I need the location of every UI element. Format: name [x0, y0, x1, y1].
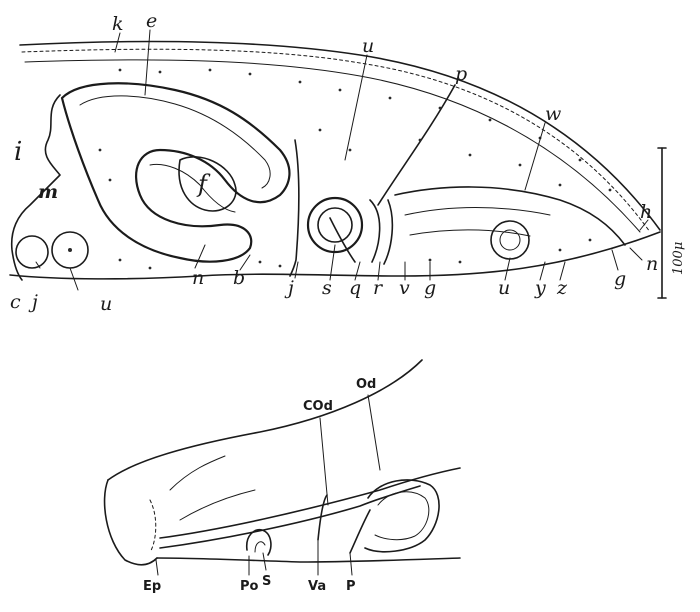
leader-p	[349, 552, 353, 576]
dorsal-inner-layer	[24, 59, 641, 233]
label-z: z	[556, 277, 568, 299]
label-s: s	[322, 277, 332, 299]
schematic-va	[317, 494, 328, 541]
folded-loop-inner-2	[149, 163, 236, 213]
label-u-right: u	[498, 277, 510, 299]
schematic-ventral-outline	[156, 557, 461, 563]
fold-r	[383, 199, 394, 265]
dorsal-surface	[19, 40, 661, 231]
round-organ-u	[490, 220, 530, 260]
label-m: m	[38, 181, 58, 203]
label-s-bottom: S	[262, 574, 271, 589]
schematic-pouch-inner	[374, 491, 430, 541]
label-g-right: g	[614, 268, 626, 290]
label-b: b	[233, 267, 245, 289]
fold-q	[369, 199, 381, 263]
label-w: w	[545, 103, 561, 125]
label-k: k	[112, 13, 124, 35]
leader-od	[367, 394, 381, 471]
schematic-duct-lower	[159, 485, 421, 549]
ventral-surface	[9, 231, 661, 280]
label-f: f	[196, 170, 211, 198]
organ-s-duct	[329, 217, 356, 263]
schematic-stroke-1	[169, 455, 226, 491]
dorsal-layer	[21, 48, 651, 233]
round-organ-s	[306, 196, 364, 254]
scale-bar-label: 100μ	[671, 242, 686, 275]
schematic-pouch-outer	[364, 479, 440, 553]
folded-loop-outer	[60, 82, 291, 263]
label-n-right: n	[646, 253, 658, 275]
label-g-mid: g	[424, 277, 436, 299]
schematic-organ-po	[245, 528, 272, 556]
schematic-p-stalk	[349, 509, 371, 554]
top-section-drawing: 100μ k e u p w i f m h n g z y u g v r q…	[9, 10, 686, 315]
label-v: v	[399, 277, 410, 299]
schematic-stroke-2	[179, 489, 256, 521]
cell-stipple	[98, 68, 612, 270]
label-e: e	[146, 10, 157, 32]
round-organ-s-inner	[317, 207, 353, 243]
label-y: y	[534, 277, 546, 299]
label-c: c	[10, 291, 21, 313]
right-compartment-line	[404, 207, 551, 216]
label-ep: Ep	[143, 579, 161, 594]
right-compartment-roof	[394, 186, 626, 246]
label-i: i	[14, 137, 22, 167]
label-va: Va	[308, 579, 326, 594]
label-n-left: n	[192, 267, 204, 289]
leader-cod	[319, 417, 329, 506]
leader-s	[262, 552, 267, 571]
central-divider	[289, 139, 300, 277]
cavity-f	[178, 156, 237, 212]
round-organ-u-inner	[499, 229, 521, 251]
schematic-anterior-end	[103, 479, 158, 566]
scale-bar: 100μ	[657, 147, 686, 299]
label-j-mid: j	[284, 277, 294, 299]
schematic-duct-upper	[159, 467, 461, 539]
label-j-left: j	[28, 291, 38, 313]
label-r: r	[373, 277, 384, 299]
top-leader-lines	[35, 29, 649, 291]
label-h: h	[640, 201, 652, 223]
label-p: p	[455, 63, 467, 85]
schematic-dorsal-outline	[107, 359, 423, 481]
label-od: Od	[356, 377, 376, 392]
bottom-schematic-drawing: COd Od Ep Po S Va P	[103, 359, 461, 594]
schematic-dashed-1	[149, 499, 157, 553]
left-margin	[10, 94, 61, 281]
label-cod: COd	[303, 399, 333, 414]
label-q: q	[349, 277, 361, 299]
schematic-organ-s	[254, 541, 266, 553]
label-po: Po	[240, 579, 259, 594]
label-u-top: u	[362, 35, 374, 57]
pointer-p	[377, 84, 456, 206]
small-organ-c	[15, 235, 49, 269]
label-p-bottom: P	[346, 579, 356, 594]
leader-ep	[155, 559, 159, 576]
right-compartment-line-2	[409, 229, 531, 237]
label-u-left: u	[100, 293, 112, 315]
folded-loop-inner-1	[79, 95, 271, 189]
